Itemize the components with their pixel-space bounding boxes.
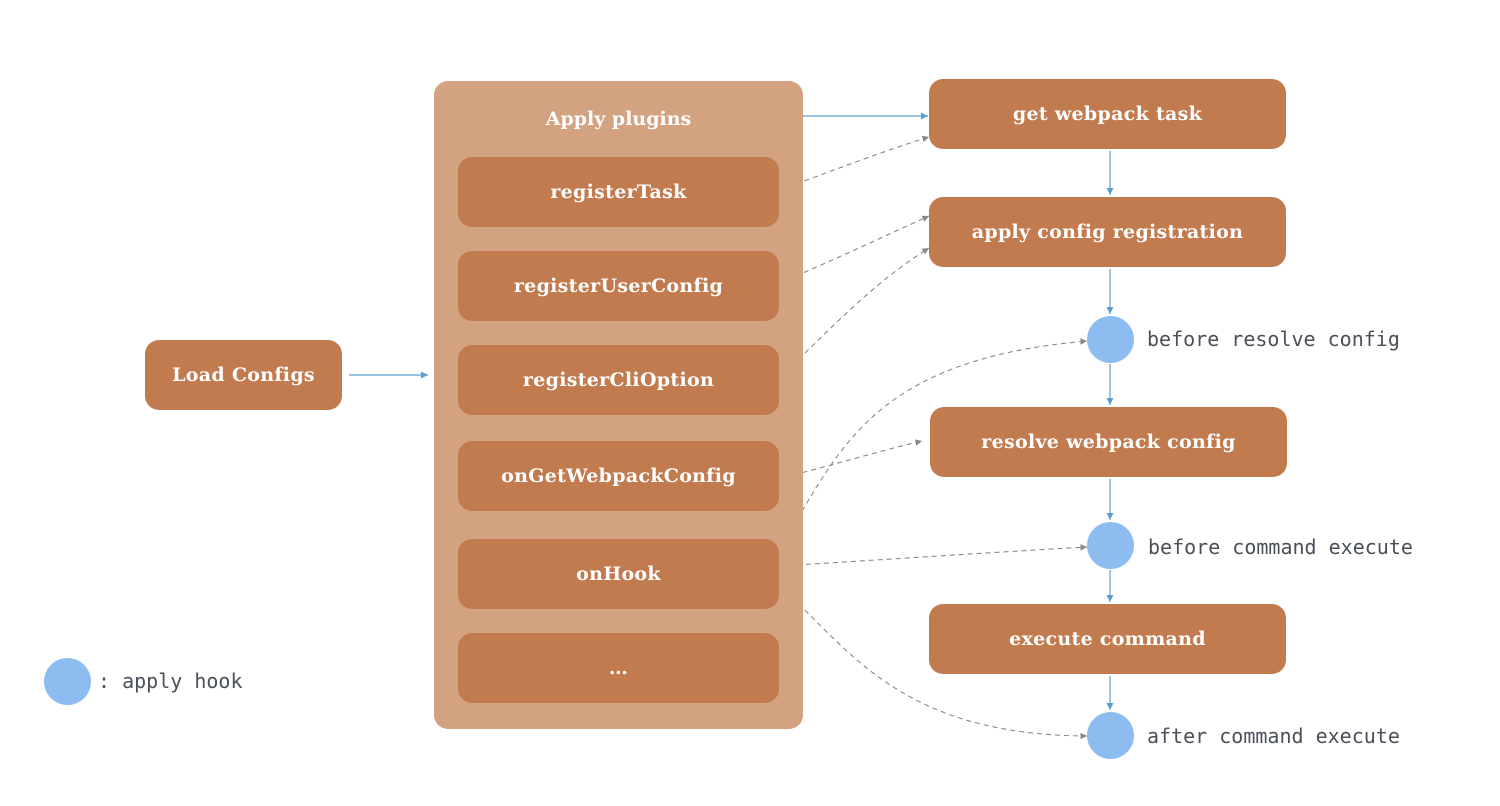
- plugin-label: …: [608, 657, 629, 679]
- load-configs-box: Load Configs: [145, 340, 342, 410]
- hook-label-before-command: before command execute: [1148, 535, 1413, 559]
- step-label: get webpack task: [1012, 103, 1203, 125]
- legend-hook-icon: [44, 658, 91, 705]
- plugin-label: registerTask: [550, 181, 687, 203]
- dashed-registerCliOption-to-registration: [778, 247, 930, 379]
- step-apply-config-registration: apply config registration: [929, 197, 1286, 267]
- dashed-onHook-to-hook3: [778, 584, 1088, 740]
- hook-label-after-command: after command execute: [1147, 724, 1400, 748]
- plugin-label: registerCliOption: [522, 369, 715, 391]
- step-label: apply config registration: [971, 221, 1244, 243]
- step-execute-command: execute command: [929, 604, 1286, 674]
- plugin-label: onGetWebpackConfig: [501, 465, 736, 487]
- hook-circle-before-resolve: [1087, 316, 1134, 363]
- hook-circle-after-command: [1087, 712, 1134, 759]
- step-label: execute command: [1009, 628, 1206, 650]
- step-resolve-webpack-config: resolve webpack config: [930, 407, 1287, 477]
- plugin-label: onHook: [576, 563, 661, 585]
- dashed-onGetWebpackConfig-to-resolve: [784, 439, 923, 478]
- load-configs-label: Load Configs: [172, 364, 315, 386]
- plugin-register-task: registerTask: [458, 157, 779, 227]
- apply-plugins-title: Apply plugins: [545, 108, 692, 130]
- plugin-on-get-webpack-config: onGetWebpackConfig: [458, 441, 779, 511]
- plugin-register-cli-option: registerCliOption: [458, 345, 779, 415]
- dashed-onHook-to-hook2: [778, 544, 1088, 567]
- plugin-register-user-config: registerUserConfig: [458, 251, 779, 321]
- plugin-ellipsis: …: [458, 633, 779, 703]
- step-get-webpack-task: get webpack task: [929, 79, 1286, 149]
- legend-label: : apply hook: [98, 669, 243, 693]
- plugin-label: registerUserConfig: [513, 275, 724, 297]
- step-label: resolve webpack config: [981, 431, 1236, 453]
- hook-circle-before-command: [1087, 522, 1134, 569]
- plugin-on-hook: onHook: [458, 539, 779, 609]
- hook-label-before-resolve: before resolve config: [1147, 327, 1400, 351]
